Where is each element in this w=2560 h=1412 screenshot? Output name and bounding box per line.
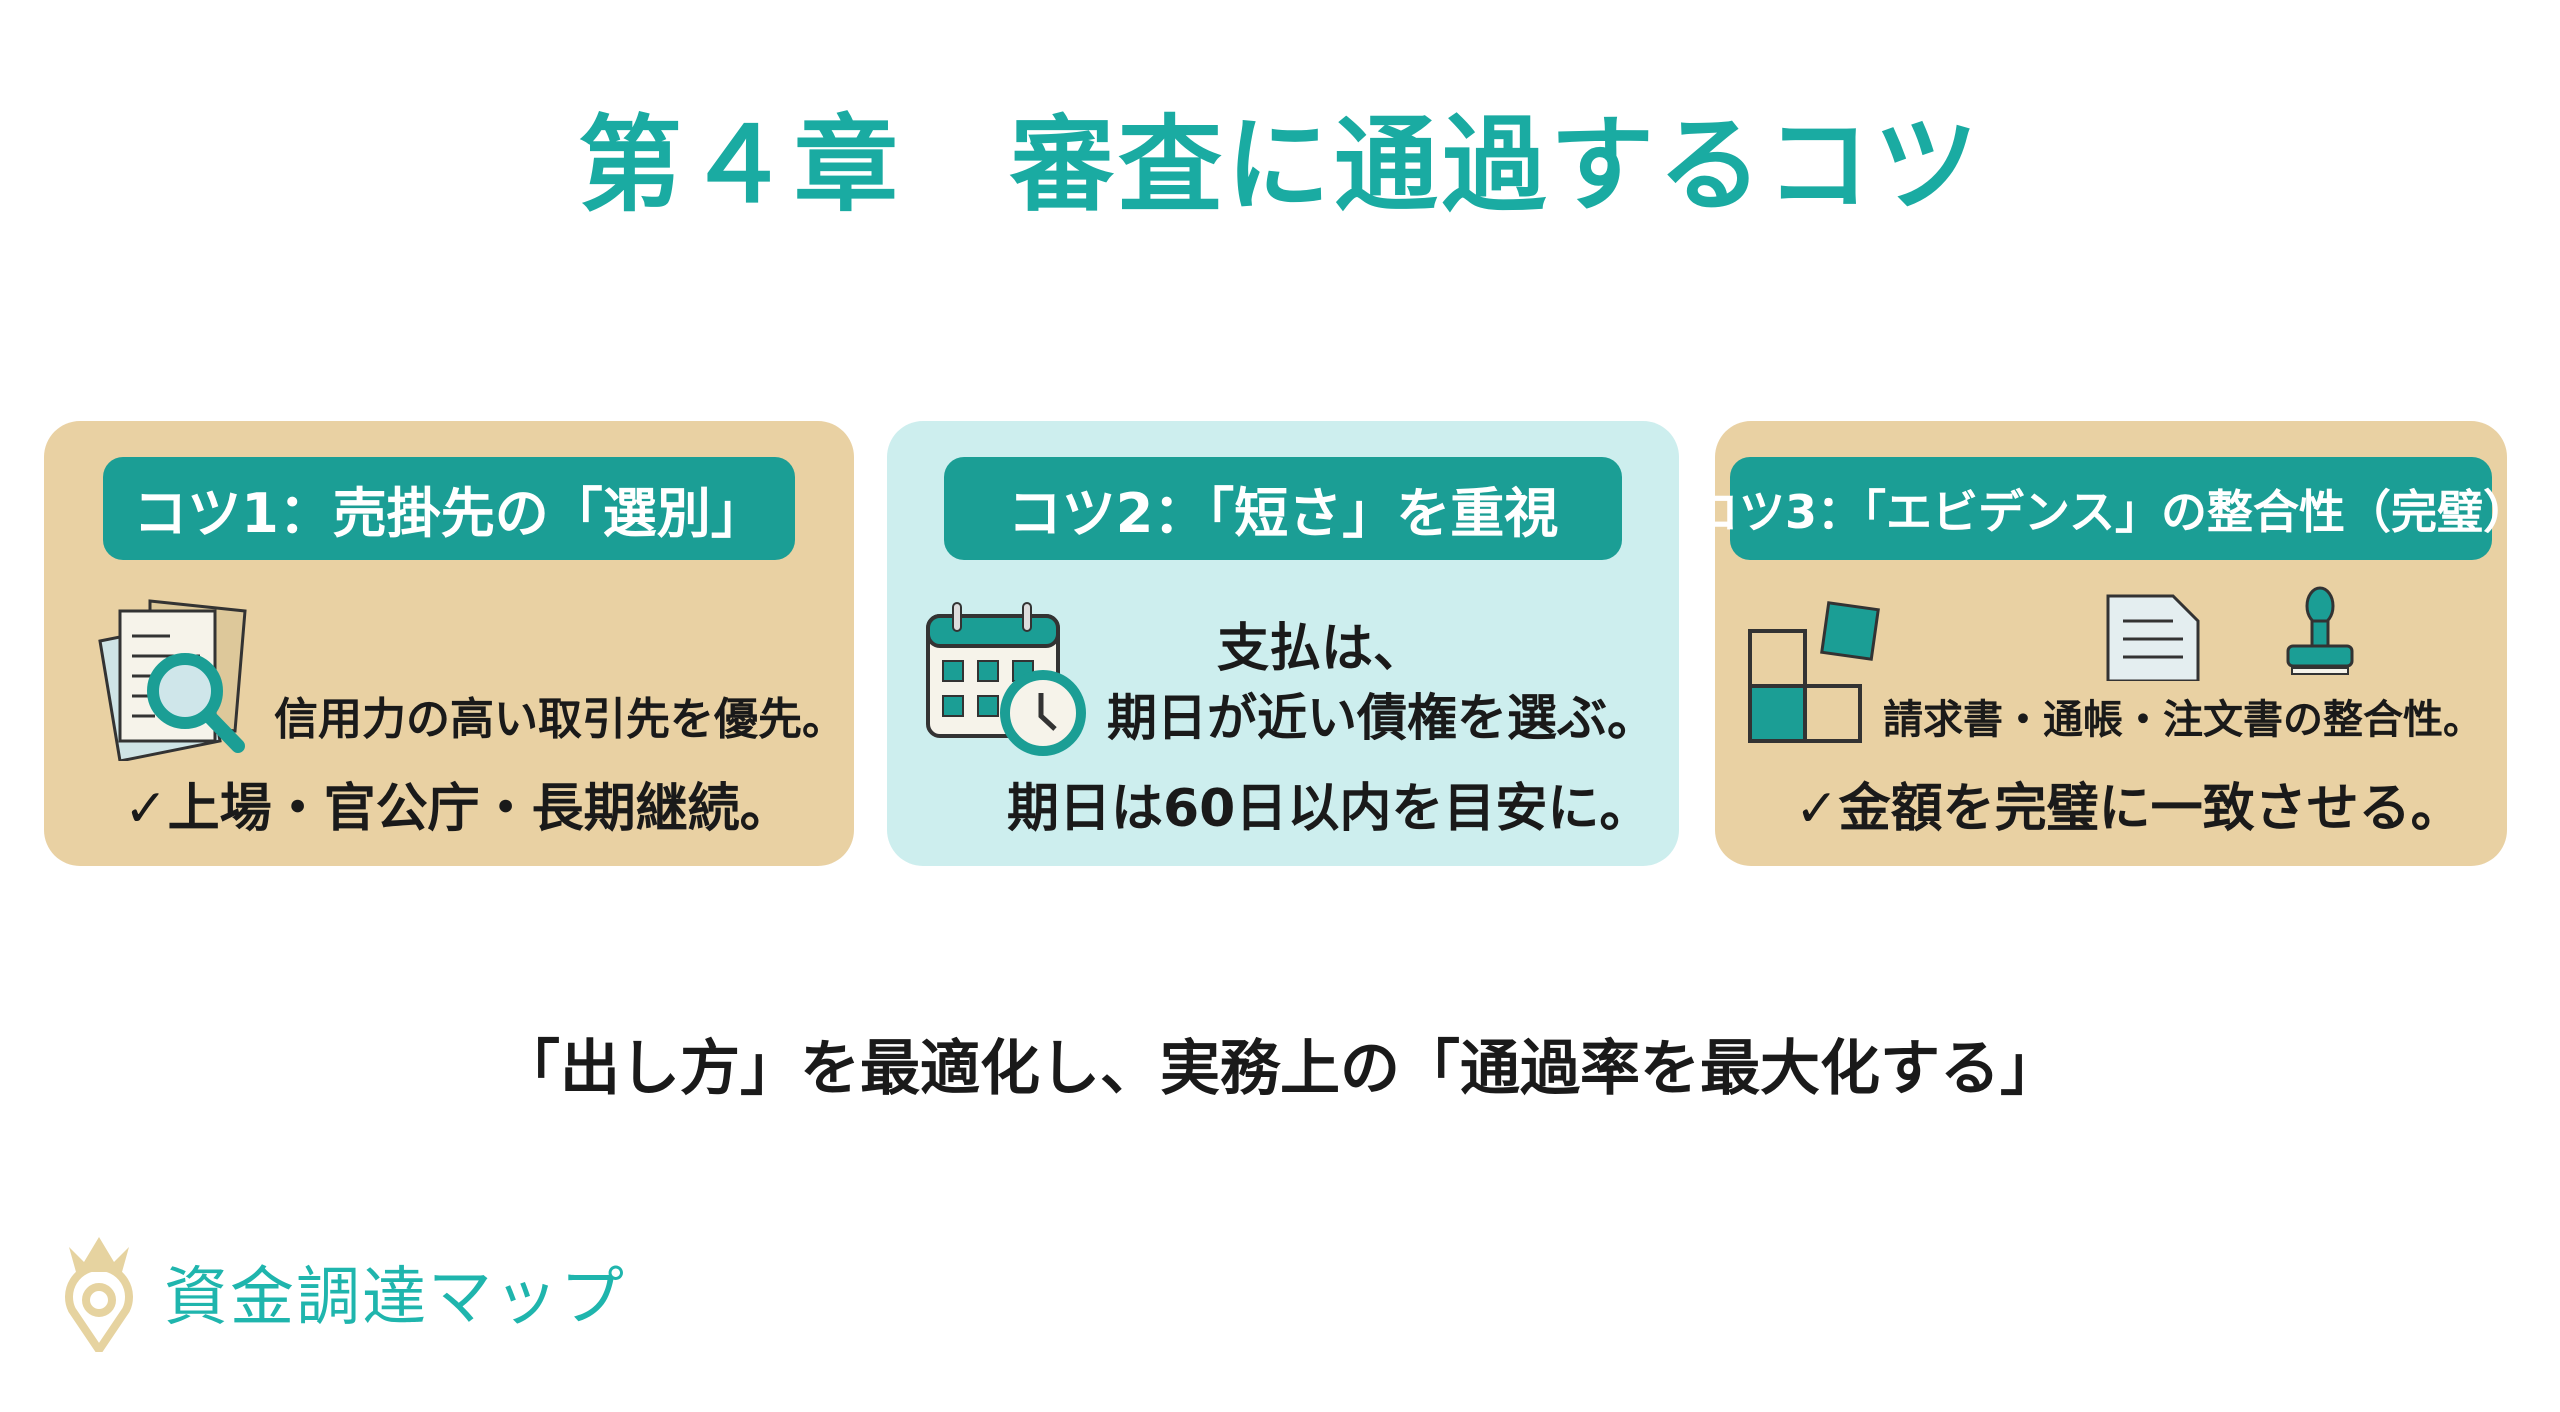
summary-caption: 「出し方」を最適化し、実務上の「通過率を最大化する」 [500,1034,2060,1104]
brand-name: 資金調達マップ [164,1261,626,1335]
document-icon [2106,594,2200,681]
tip-2-line-3: 期日は60日以内を目安に。 [1007,779,1652,839]
document-magnifier-icon [98,599,247,761]
crown-pin-icon [65,1237,133,1352]
calendar-clock-icon [926,602,1086,756]
tip-2-line-2: 期日が近い債権を選ぶ。 [1107,689,1657,747]
puzzle-icon [1748,601,1880,743]
tip-heading-1: コツ1：売掛先の「選別」 [103,457,795,560]
tip-3-line-2: ✓金額を完璧に一致させる。 [1795,779,2463,839]
tip-3-line-1: 請求書・通帳・注文書の整合性。 [1883,697,2483,743]
tip-1-line-1: 信用力の高い取引先を優先。 [274,694,846,745]
stamp-icon [2286,586,2354,675]
brand-logo: 資金調達マップ [64,1232,626,1352]
tip-heading-2: コツ2：「短さ」を重視 [944,457,1622,560]
tip-card-2: コツ2：「短さ」を重視 支払は、 期日が近い債権を選ぶ。 期日は60日以内を目安… [887,421,1679,866]
page-title: 第４章 審査に通過するコツ [577,104,1982,226]
tip-1-line-2: ✓上場・官公庁・長期継続。 [124,779,792,839]
tip-2-line-1: 支払は、 [1217,619,1426,679]
tip-card-3: コツ3：「エビデンス」の整合性（完璧） 請求書・通帳・注文書の整合性。 ✓金額を… [1693,421,2529,866]
tip-card-1: コツ1：売掛先の「選別」 信用力の高い取引先を優先。 ✓上場・官公庁・長期継続。 [44,421,854,866]
tip-heading-3: コツ3：「エビデンス」の整合性（完璧） [1693,457,2529,560]
